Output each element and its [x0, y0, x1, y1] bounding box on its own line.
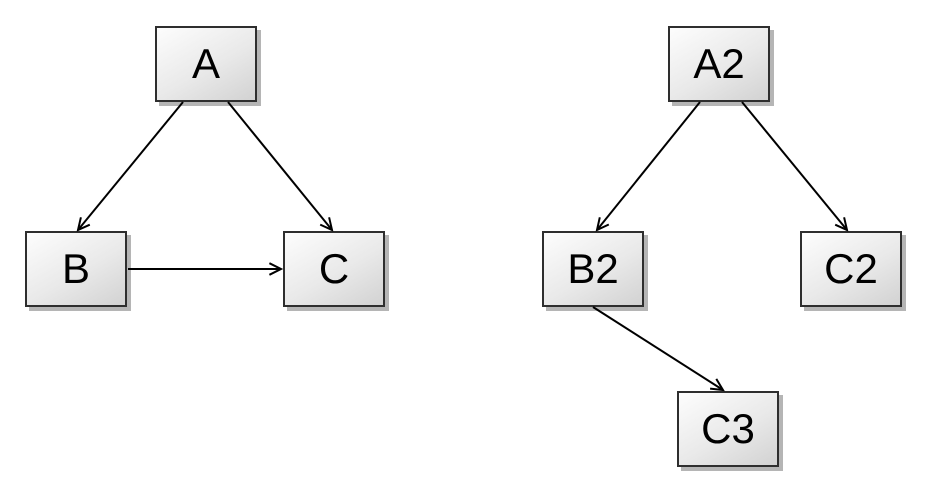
node-label-a2: A2	[693, 40, 745, 87]
edge-a-c	[227, 101, 333, 231]
node-c3: C3	[677, 391, 779, 467]
edge-a2-b2	[596, 101, 701, 231]
node-b: B	[25, 231, 127, 307]
edge-a-c-arrowhead-icon	[319, 217, 334, 232]
edge-a-b	[77, 101, 184, 231]
node-label-c3: C3	[701, 405, 755, 452]
node-label-c: C	[318, 245, 350, 292]
edge-a2-b2-arrowhead-icon	[595, 217, 610, 232]
node-c: C	[283, 231, 385, 307]
node-label-b2: B2	[567, 245, 619, 292]
node-a2: A2	[668, 26, 770, 102]
edge-b2-c3-arrowhead-icon	[709, 378, 725, 392]
edge-a2-c2	[741, 101, 848, 231]
node-label-a: A	[191, 40, 220, 87]
node-label-c2: C2	[824, 245, 878, 292]
node-a: A	[155, 26, 257, 102]
edge-a-b-arrowhead-icon	[76, 217, 91, 232]
node-label-b: B	[61, 245, 90, 292]
edge-a2-c2-arrowhead-icon	[834, 217, 849, 232]
node-c2: C2	[800, 231, 902, 307]
node-b2: B2	[542, 231, 644, 307]
edge-b2-c3	[592, 306, 724, 391]
edge-b-c-arrowhead-icon	[268, 262, 284, 276]
